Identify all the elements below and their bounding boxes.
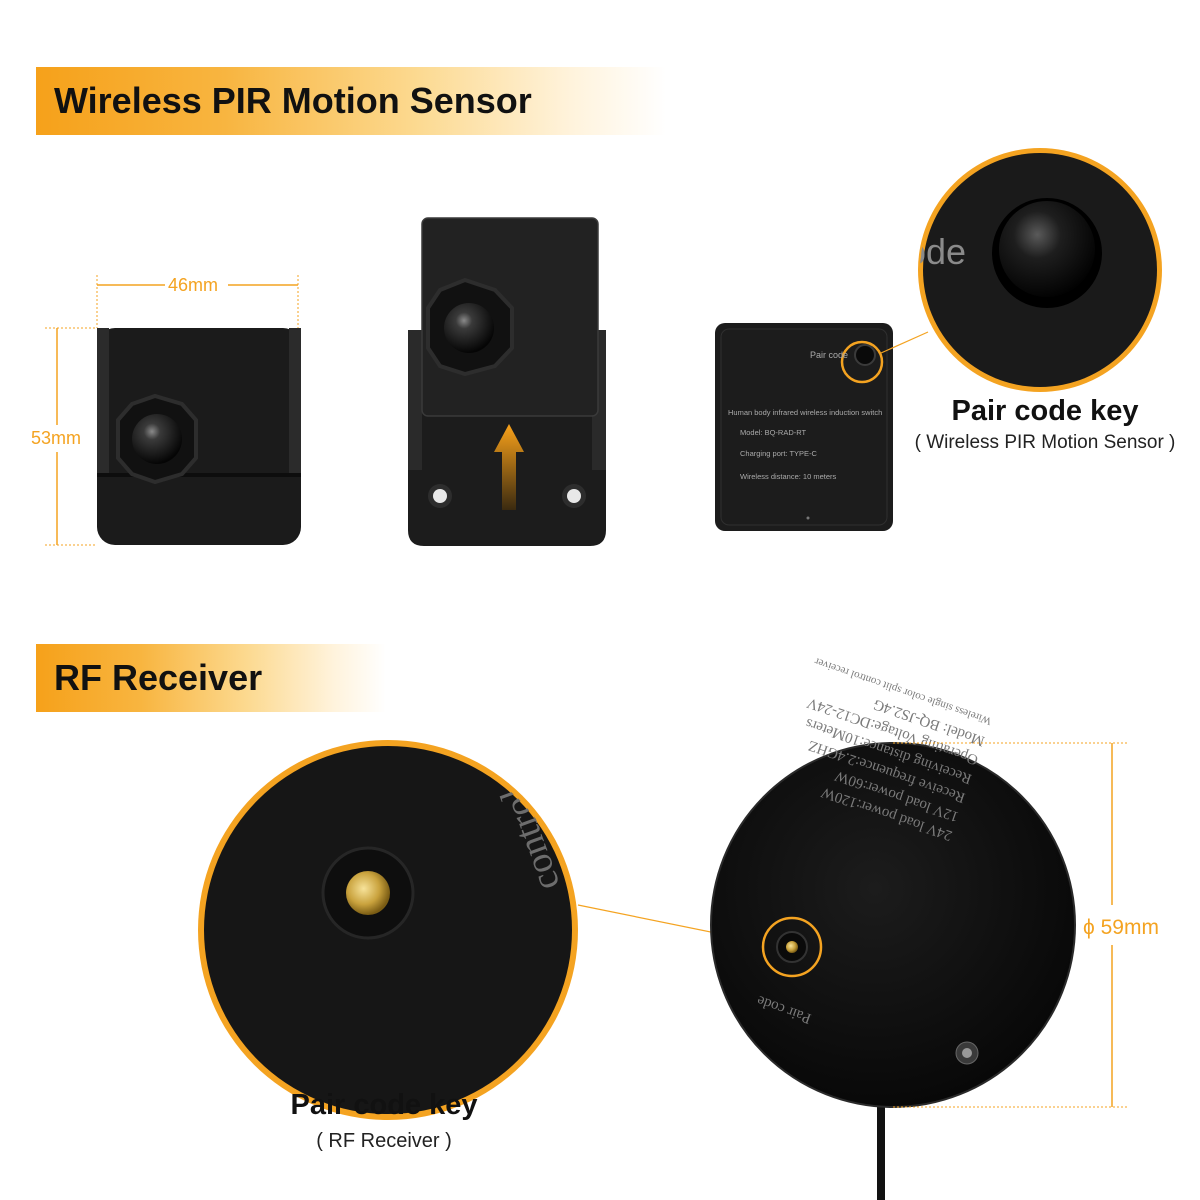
pir-back-line2: Model: BQ-RAD-RT — [740, 428, 807, 437]
screw-hole-icon — [428, 484, 586, 508]
rf-pair-zoom: control receiver — [198, 740, 578, 1120]
pir-sensor-mount — [408, 217, 606, 546]
section-banner-rf: RF Receiver — [36, 644, 386, 712]
pair-button-icon — [321, 846, 415, 940]
rf-pair-subtitle: ( RF Receiver ) — [316, 1130, 452, 1152]
pir-lens-icon — [426, 277, 514, 377]
diameter-dimension-label: ϕ 59mm — [1083, 916, 1159, 939]
pir-back-pair-text: Pair code — [810, 350, 848, 360]
pir-sensor-back — [715, 323, 893, 531]
width-dimension-label: 46mm — [168, 275, 219, 295]
rf-pair-title: Pair code key — [290, 1089, 478, 1121]
section-title-rf: RF Receiver — [54, 657, 263, 698]
diameter-dimension — [893, 742, 1128, 1108]
pir-sensor-front — [97, 328, 301, 545]
height-dimension-label: 53mm — [31, 428, 82, 448]
pir-pair-zoom: ode — [906, 148, 1162, 392]
pir-back-line3: Charging port: TYPE-C — [740, 449, 818, 458]
pir-lens-icon — [116, 393, 198, 485]
pir-zoom-connector — [880, 331, 929, 354]
slide-up-arrow-icon — [494, 424, 524, 510]
pir-zoom-text: ode — [906, 231, 966, 272]
pir-pair-subtitle: ( Wireless PIR Motion Sensor ) — [914, 432, 1176, 453]
width-dimension — [96, 275, 299, 328]
height-dimension — [45, 327, 97, 546]
pir-pair-title: Pair code key — [951, 395, 1139, 427]
pir-back-line1: Human body infrared wireless induction s… — [728, 408, 882, 417]
pair-button-icon — [992, 198, 1102, 308]
section-banner-pir: Wireless PIR Motion Sensor — [36, 67, 666, 135]
pir-back-line4: Wireless distance: 10 meters — [740, 472, 837, 481]
section-title-pir: Wireless PIR Motion Sensor — [54, 80, 532, 121]
screw-icon — [955, 1041, 979, 1065]
